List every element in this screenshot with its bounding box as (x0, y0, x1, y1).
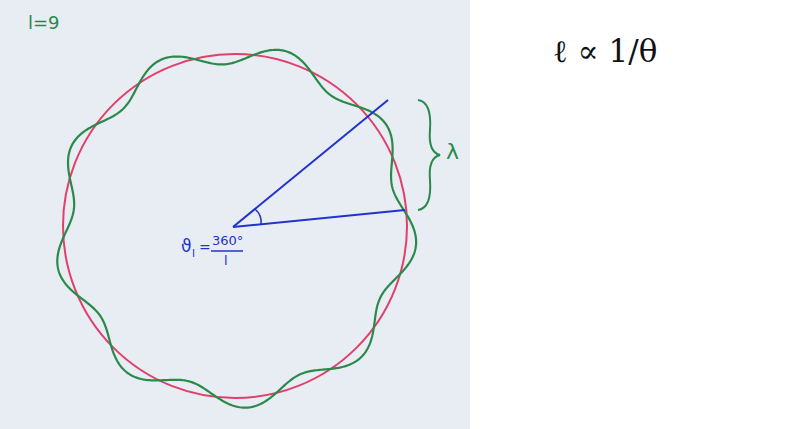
background-panel (0, 0, 470, 429)
fraction-denominator: l (224, 254, 228, 267)
fraction-numerator: 360° (212, 234, 243, 247)
angle-symbol: ϑ (181, 238, 192, 255)
equals-sign: = (199, 240, 211, 254)
fraction-bar (211, 250, 243, 252)
proportionality-formula: ℓ ∝ 1/θ (553, 36, 657, 67)
angle-subscript: l (192, 248, 195, 259)
orbit-number: l=9 (28, 14, 60, 32)
wavelength-symbol: λ (446, 141, 459, 163)
angle-arc (255, 209, 261, 224)
standing-wave (57, 50, 416, 408)
wavelength-brace (418, 100, 440, 210)
radius-line (233, 100, 388, 227)
radius-line (233, 210, 405, 227)
